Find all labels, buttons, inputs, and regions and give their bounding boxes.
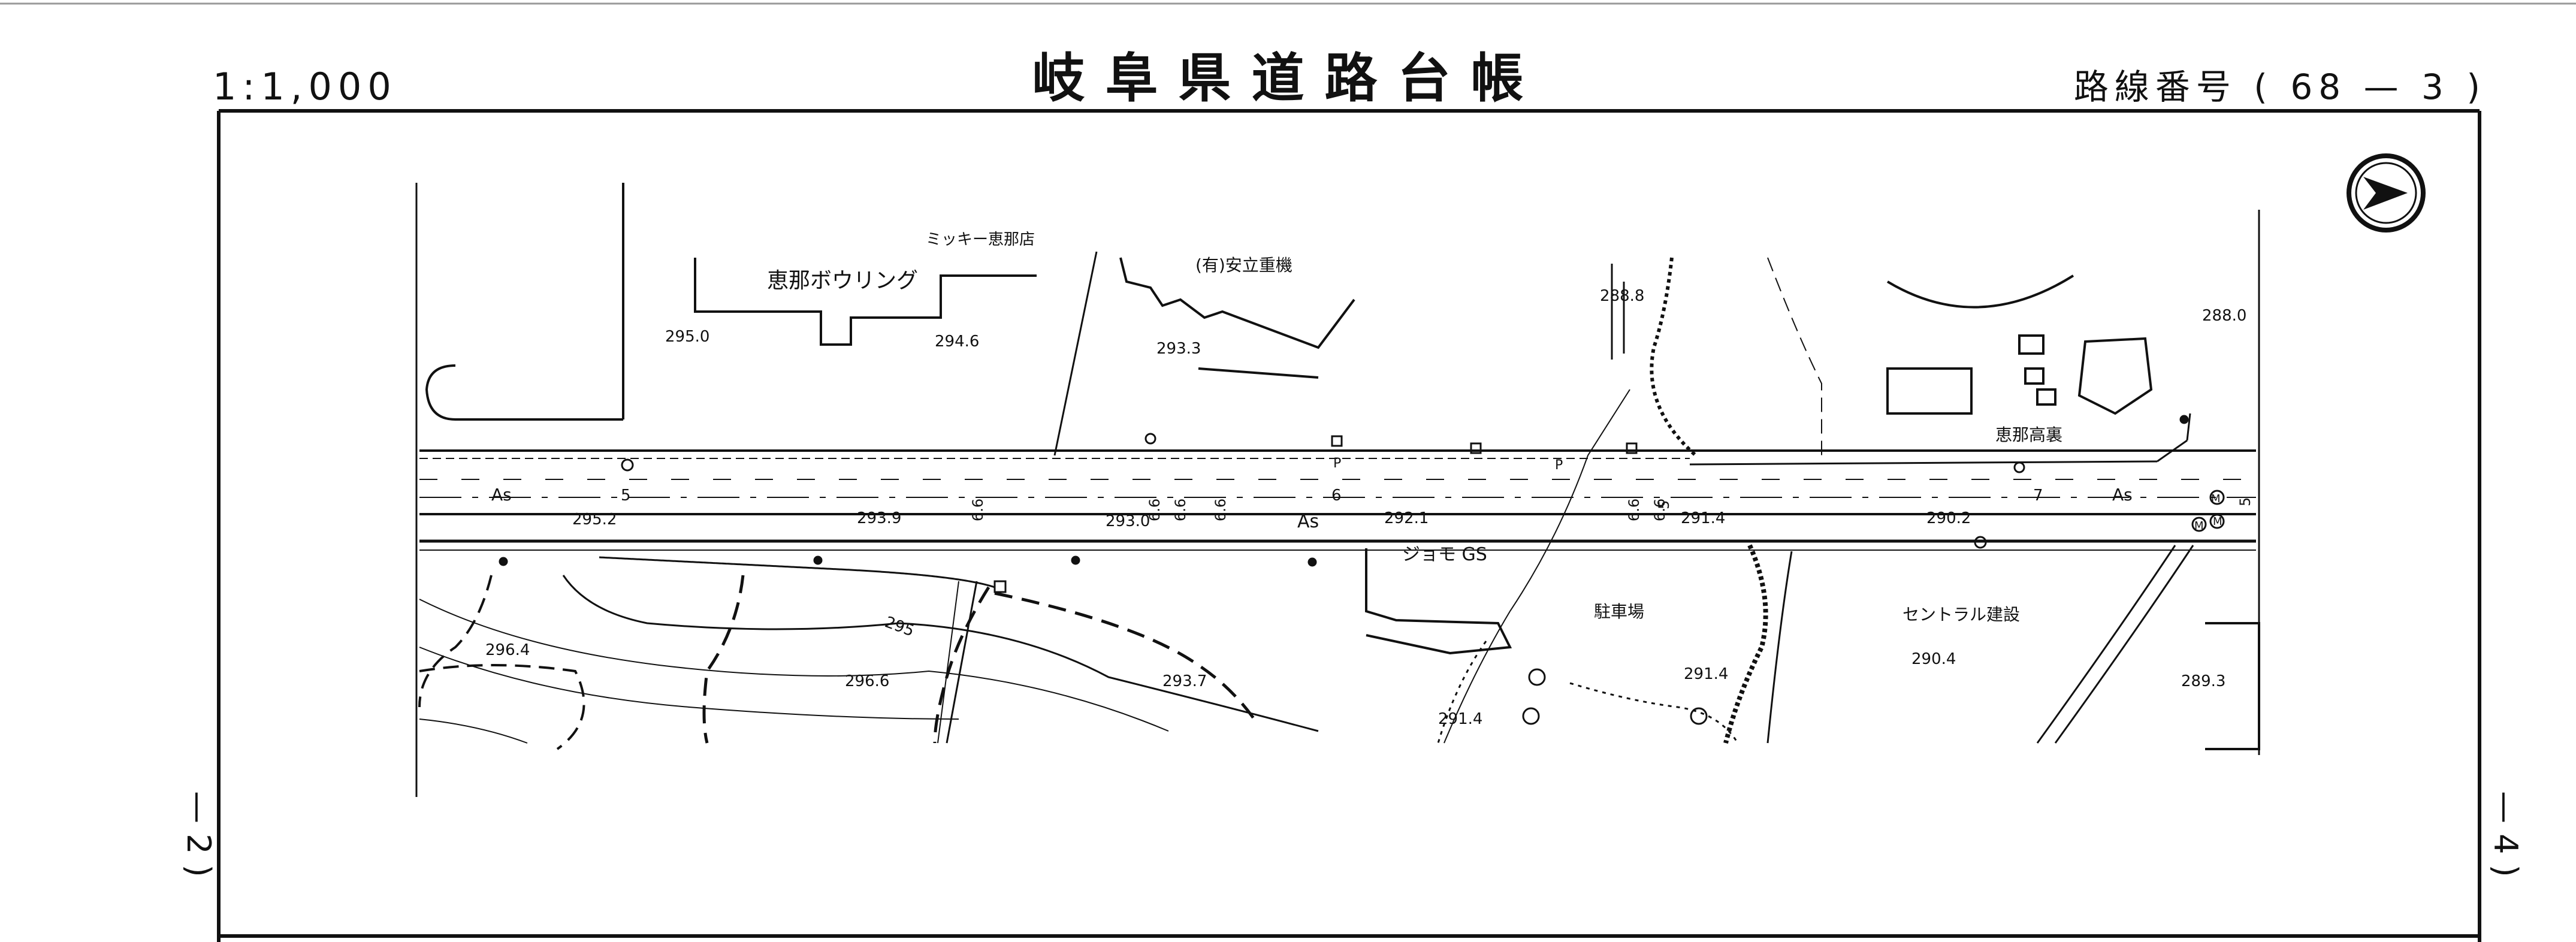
map-scale: 1:1,000 xyxy=(213,65,397,108)
pole-icon xyxy=(2179,415,2189,424)
label-parking: 駐車場 xyxy=(1594,602,1644,621)
contour-label: 295 xyxy=(883,613,917,640)
route-number: 路線番号 ( 68 — 3 ) xyxy=(2073,67,2486,107)
label-ena-koura: 恵那高裏 xyxy=(1995,425,2062,445)
label-joumo: ジョモ GS xyxy=(1402,544,1487,565)
road-width-label: 6.6 xyxy=(1212,499,1229,521)
hydrant-icon xyxy=(2013,461,2025,473)
elev-label: 292.1 xyxy=(1384,509,1429,527)
road-width-label: 5 xyxy=(621,487,631,505)
map-symbols xyxy=(499,415,2225,725)
road-surface-label: As xyxy=(2112,485,2133,505)
contour-lines xyxy=(418,575,1739,750)
road-width-label: 6.6 xyxy=(1146,499,1163,521)
map-labels: 恵那ボウリング ミッキー恵那店 (有)安立重機 ジョモ GS 駐車場 恵那高裏 … xyxy=(485,231,2254,728)
elev-label: 291.4 xyxy=(1681,509,1725,527)
pole-icon xyxy=(1071,555,1080,565)
elev-label: 290.4 xyxy=(1911,650,1956,668)
label-yasudachi: (有)安立重機 xyxy=(1195,255,1292,275)
north-arrow-icon xyxy=(2347,153,2426,233)
road-surface-label: As xyxy=(1297,511,1319,532)
elev-label: 293.0 xyxy=(1106,512,1150,530)
elev-label: 291.4 xyxy=(1438,710,1482,728)
marker-label: M xyxy=(2194,520,2204,532)
elev-label: 288.0 xyxy=(2202,307,2246,325)
road-width-label: 6.6 xyxy=(1172,499,1189,521)
marker-label: M xyxy=(2213,515,2222,528)
road-width-label: 5 xyxy=(2237,497,2254,506)
label-mickey: ミッキー恵那店 xyxy=(926,231,1035,249)
catch-basin-icon xyxy=(1331,435,1343,447)
road-width-label: 7 xyxy=(2033,487,2043,505)
road-surface-label: As xyxy=(491,485,512,505)
elev-label: 296.4 xyxy=(485,641,530,659)
manhole-icon xyxy=(2209,514,2225,529)
pole-icon xyxy=(499,557,508,566)
manhole-icon xyxy=(2191,517,2207,532)
elev-label: 290.2 xyxy=(1926,509,1971,527)
label-bowling: 恵那ボウリング xyxy=(767,268,918,293)
road-width-label: 6.6 xyxy=(970,499,986,521)
elev-label: 291.4 xyxy=(1684,665,1728,683)
pole-icon xyxy=(1307,557,1317,567)
road-width-label: 5 xyxy=(1656,500,1672,509)
catch-basin-icon xyxy=(1626,442,1638,454)
road-width-label: 6.6 xyxy=(1651,499,1668,521)
marker-label: P xyxy=(1333,456,1341,471)
next-sheet-number: — 4 ) xyxy=(2487,791,2524,877)
elev-label: 295.2 xyxy=(572,511,617,529)
marker-label: P xyxy=(1555,458,1563,473)
elev-label: 296.6 xyxy=(845,672,889,690)
manhole-icon xyxy=(2209,490,2225,505)
manhole-icon xyxy=(621,458,634,472)
elev-label: 295.0 xyxy=(665,328,709,346)
elev-label: 293.9 xyxy=(857,509,901,527)
road-width-label: 6 xyxy=(1331,487,1342,505)
tree-icon xyxy=(1522,707,1540,725)
label-central: セントラル建設 xyxy=(1902,605,2020,624)
elev-label: 288.8 xyxy=(1600,287,1644,305)
pole-icon xyxy=(813,555,823,565)
catch-basin-icon xyxy=(1470,442,1482,454)
hydrant-icon xyxy=(1144,433,1156,445)
road-width-label: 6.6 xyxy=(1626,499,1642,521)
tree-icon xyxy=(1528,668,1546,686)
main-road xyxy=(419,413,2256,551)
prev-sheet-number: — 2 ) xyxy=(180,791,218,877)
elev-label: 289.3 xyxy=(2181,672,2225,690)
elev-label: 293.3 xyxy=(1156,340,1201,358)
elev-label: 294.6 xyxy=(935,333,979,351)
sheet-title: 岐阜県道路台帳 xyxy=(1032,47,1544,109)
elev-label: 293.7 xyxy=(1162,672,1207,690)
buildings xyxy=(425,183,2260,750)
drainage-lines xyxy=(599,251,2194,744)
catch-basin-icon xyxy=(993,580,1007,593)
hydrant-icon xyxy=(1974,536,1987,549)
tree-icon xyxy=(1690,707,1708,725)
